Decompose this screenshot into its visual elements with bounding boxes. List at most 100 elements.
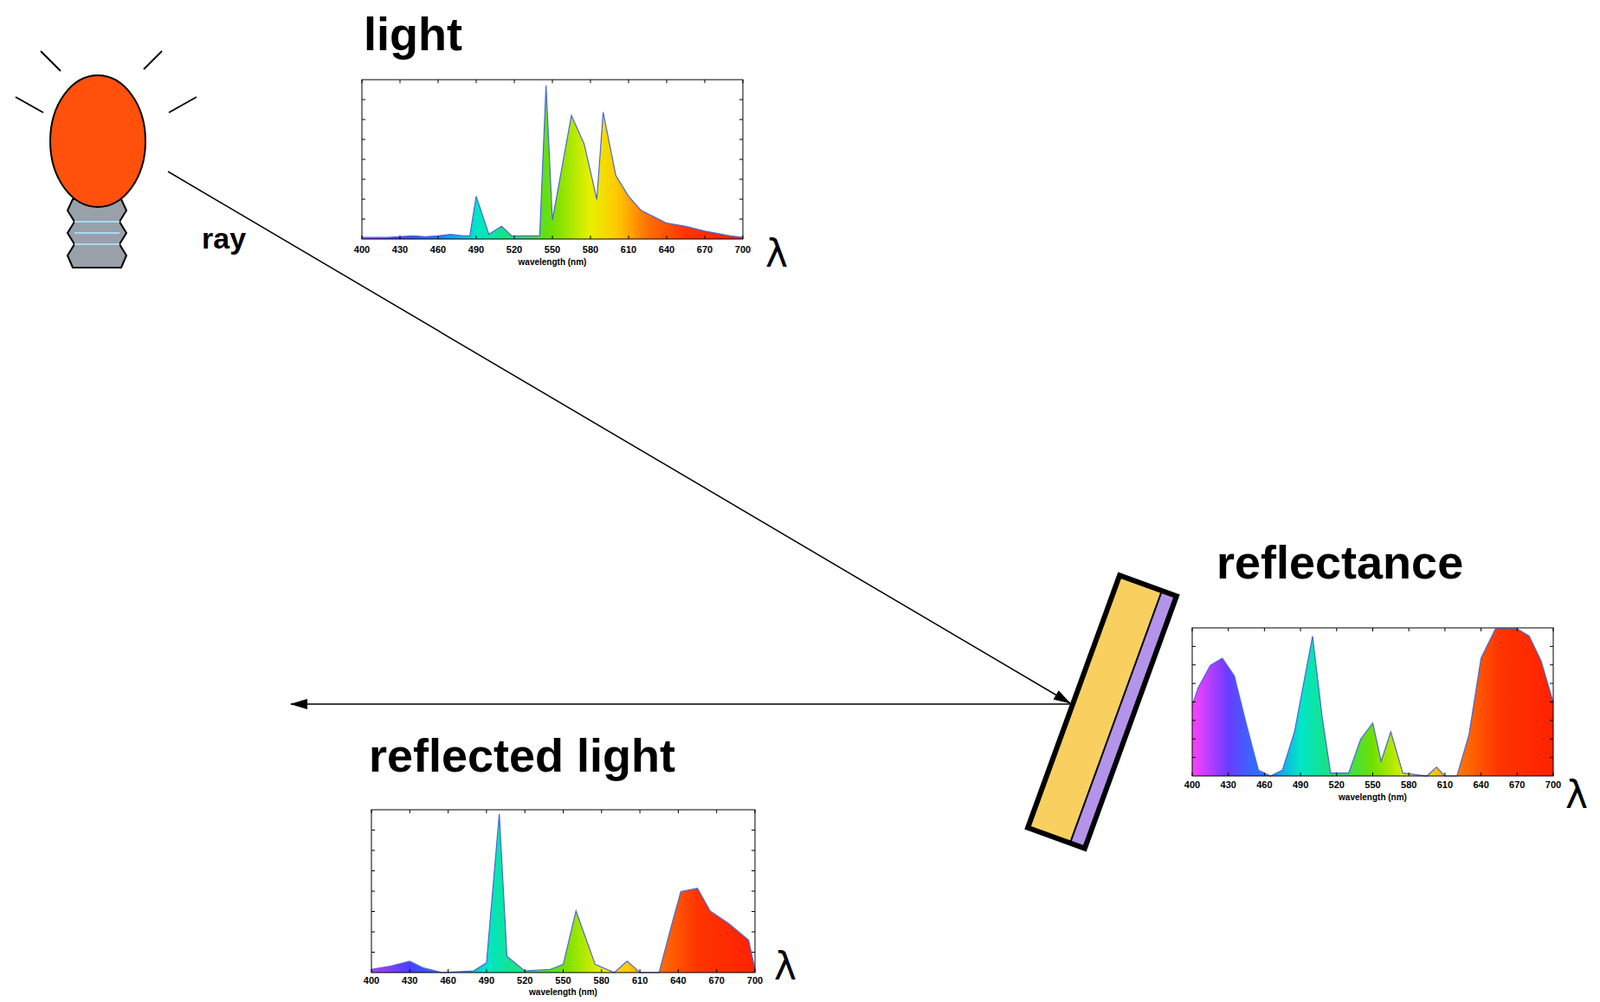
tick-mark — [514, 235, 516, 239]
tick-mark — [361, 199, 366, 200]
tick-mark — [739, 139, 743, 141]
tick-mark — [751, 870, 755, 871]
tick-label: 670 — [696, 245, 713, 255]
tick-label: 490 — [478, 975, 495, 986]
thread-line — [74, 243, 120, 246]
lambda-symbol: λ — [1565, 775, 1588, 814]
tick-mark — [1549, 701, 1554, 703]
tick-mark — [1549, 645, 1554, 647]
tick-label: 580 — [593, 975, 610, 986]
bulb-glass — [50, 75, 146, 207]
tick-mark — [524, 968, 526, 973]
tick-label: 400 — [1184, 780, 1200, 790]
spectrum-chart — [1192, 627, 1554, 776]
tick-mark — [590, 235, 592, 239]
spectrum-fill — [361, 84, 743, 239]
tick-mark — [1549, 719, 1554, 721]
tick-label: 700 — [747, 975, 763, 986]
tick-mark — [485, 968, 487, 973]
tick-mark — [361, 119, 366, 121]
tick-mark — [739, 179, 743, 181]
tick-mark — [600, 968, 602, 973]
lambda-symbol: λ — [774, 947, 797, 986]
tick-label: 520 — [516, 975, 533, 986]
tick-mark — [1553, 627, 1555, 632]
tick-mark — [371, 931, 375, 933]
tick-mark — [371, 870, 375, 871]
tick-label: 550 — [544, 245, 561, 255]
tick-mark — [1300, 772, 1302, 776]
tick-mark — [1553, 772, 1555, 776]
tick-mark — [524, 809, 526, 813]
tick-mark — [447, 809, 449, 813]
tick-label: 670 — [709, 975, 725, 986]
spectrum-chart — [371, 809, 755, 973]
tick-mark — [1549, 756, 1554, 758]
axis-title: wavelength (nm) — [1338, 793, 1407, 802]
tick-label: 460 — [1256, 780, 1272, 790]
tick-mark — [1192, 719, 1196, 721]
tick-mark — [716, 968, 717, 973]
tick-mark — [677, 968, 679, 973]
tick-mark — [552, 79, 554, 84]
tick-mark — [1192, 645, 1196, 647]
spectrum-charts — [361, 79, 1554, 973]
tick-mark — [485, 809, 487, 813]
tick-mark — [371, 850, 375, 852]
tick-mark — [739, 219, 743, 220]
tick-label: 520 — [506, 245, 523, 255]
reflecting-surface — [1027, 574, 1177, 848]
tick-mark — [1227, 772, 1229, 776]
tick-mark — [739, 119, 743, 121]
tick-mark — [1480, 627, 1482, 632]
tick-mark — [1192, 664, 1196, 665]
tick-mark — [600, 809, 602, 813]
surface-outline — [1027, 574, 1177, 848]
tick-mark — [739, 199, 743, 200]
tick-label: 460 — [430, 245, 446, 255]
tick-mark — [400, 79, 401, 84]
tick-mark — [514, 79, 516, 84]
tick-mark — [1300, 627, 1302, 632]
tick-mark — [1444, 772, 1446, 776]
tick-label: 670 — [1509, 780, 1525, 790]
tick-mark — [1480, 772, 1482, 776]
tick-label: 520 — [1329, 780, 1345, 790]
tick-mark — [1372, 627, 1374, 632]
tick-mark — [751, 890, 755, 892]
tick-label: 640 — [1472, 780, 1489, 790]
tick-mark — [1335, 627, 1337, 632]
bulb-base — [67, 199, 127, 268]
tick-mark — [562, 968, 564, 973]
tick-mark — [371, 829, 375, 831]
tick-label: 490 — [468, 245, 484, 255]
surface-backing — [1070, 590, 1177, 848]
tick-mark — [1264, 627, 1265, 632]
tick-mark — [371, 968, 373, 973]
tick-mark — [361, 99, 366, 101]
thread-line — [74, 232, 120, 234]
spectrum-fill — [371, 813, 755, 973]
tick-mark — [628, 235, 630, 239]
spectrum-line — [361, 84, 743, 238]
tick-mark — [1192, 738, 1196, 740]
tick-mark — [562, 809, 564, 813]
tick-mark — [1192, 756, 1196, 758]
tick-label: 700 — [735, 245, 751, 255]
tick-mark — [476, 235, 478, 239]
tick-mark — [1192, 627, 1194, 632]
chart-title: reflected light — [368, 731, 676, 779]
spectrum-chart — [361, 79, 743, 239]
tick-mark — [754, 968, 756, 973]
tick-mark — [666, 79, 668, 84]
tick-mark — [438, 79, 439, 84]
ray-label: ray — [201, 223, 246, 253]
chart-title: reflectance — [1216, 538, 1464, 586]
glow-line — [40, 51, 61, 71]
tick-mark — [1335, 772, 1337, 776]
tick-mark — [1192, 772, 1194, 776]
tick-label: 610 — [632, 975, 648, 986]
